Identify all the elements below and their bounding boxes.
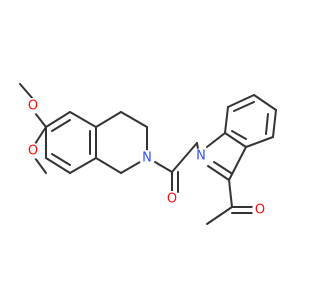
- bond: [245, 136, 274, 148]
- bond: [34, 157, 47, 174]
- bond-layer: [19, 83, 277, 225]
- bond: [95, 157, 122, 174]
- bond: [34, 112, 47, 128]
- bond: [206, 132, 226, 148]
- bond: [69, 111, 97, 128]
- bond: [253, 94, 277, 111]
- structure-canvas: O O N O N O: [19, 83, 277, 225]
- bond: [206, 206, 233, 225]
- bond: [224, 132, 247, 148]
- atom-o2: O: [28, 144, 38, 159]
- atom-o1: O: [28, 99, 38, 114]
- bond: [120, 111, 148, 128]
- atom-o3: O: [167, 192, 177, 207]
- bond: [228, 146, 247, 181]
- bond: [171, 142, 198, 173]
- bond: [45, 157, 71, 174]
- atom-mask: [25, 143, 41, 159]
- bond: [233, 101, 255, 112]
- bond: [196, 142, 199, 150]
- bond: [213, 161, 232, 174]
- bond: [231, 130, 247, 140]
- bond: [45, 111, 71, 128]
- atom-mask: [25, 98, 41, 114]
- atom-n2: N: [196, 149, 206, 164]
- atom-n1: N: [142, 151, 152, 166]
- bond: [51, 119, 71, 132]
- atom-mask: [139, 150, 155, 166]
- atom-o4: O: [255, 203, 265, 218]
- bond: [69, 157, 97, 174]
- bond: [95, 111, 122, 128]
- bond: [272, 109, 277, 138]
- bond: [120, 161, 141, 174]
- bond: [224, 106, 229, 134]
- bond: [265, 113, 269, 135]
- bond: [227, 94, 255, 108]
- atom-labels: O O N O N O: [25, 98, 268, 218]
- bond: [34, 126, 47, 145]
- atom-mask: [164, 191, 180, 207]
- bond: [228, 179, 233, 208]
- bond: [19, 83, 34, 100]
- atom-mask: [193, 148, 209, 164]
- molecule-drawing: O O N O N O: [19, 83, 277, 225]
- bond: [207, 165, 230, 181]
- bond: [154, 161, 173, 173]
- bond: [51, 153, 71, 166]
- atom-mask: [252, 202, 268, 218]
